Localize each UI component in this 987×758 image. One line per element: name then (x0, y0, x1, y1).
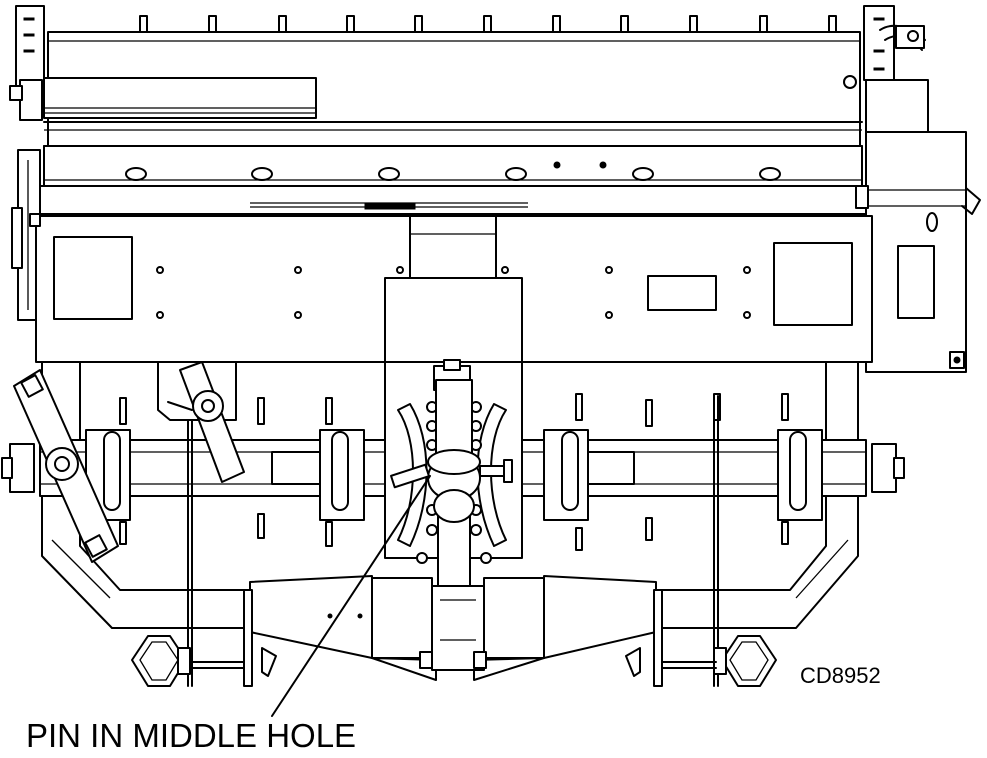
top-pegs (139, 15, 837, 35)
main-frame-panel (29, 213, 873, 363)
left-crank-handle (13, 361, 245, 563)
top-hopper (39, 15, 867, 215)
center-depth-adjuster (384, 359, 523, 601)
depth-rods (187, 395, 719, 687)
left-gauge-wheel (131, 589, 277, 687)
right-gauge-wheel (625, 589, 777, 687)
figure-id-label: CD8952 (800, 663, 881, 688)
right-gearbox-housing (855, 131, 981, 373)
left-side-bracket (9, 5, 45, 321)
tine-clips (85, 429, 823, 521)
callout-label: PIN IN MIDDLE HOLE (26, 717, 356, 754)
front-band-holes (125, 161, 781, 181)
callout-leader-line (271, 475, 431, 717)
frame-bolts (156, 266, 751, 319)
right-side-latch (843, 5, 929, 135)
bottom-skid-plate (249, 575, 657, 681)
